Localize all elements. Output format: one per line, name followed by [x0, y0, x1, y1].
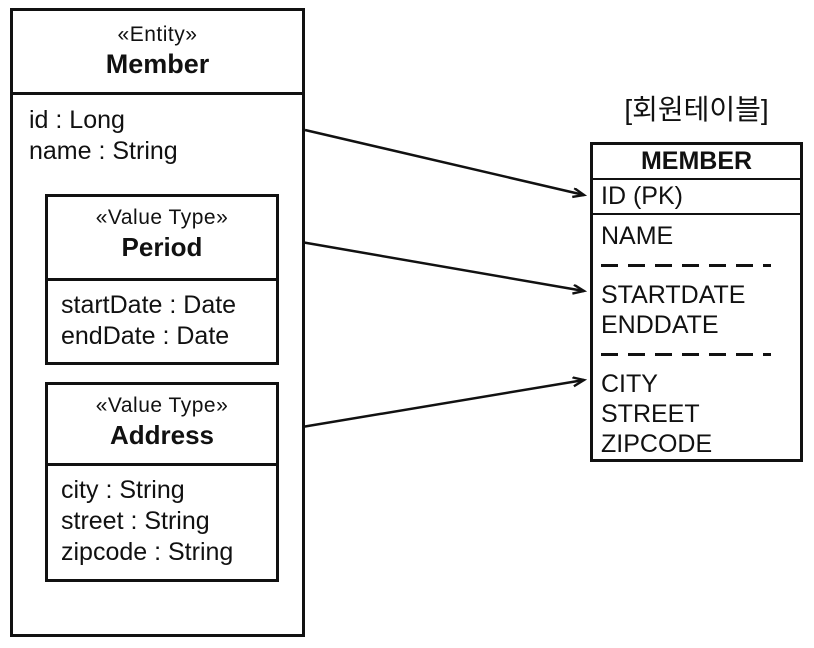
address-attributes: city : String street : String zipcode : … [48, 466, 276, 577]
dashed-separator [601, 353, 771, 356]
entity-name: Member [105, 49, 210, 79]
valuetype-address-box: «Value Type» Address city : String stree… [45, 382, 279, 582]
table-row-startdate: STARTDATE [601, 281, 746, 309]
valuetype-period-box: «Value Type» Period startDate : Date end… [45, 194, 279, 365]
entity-member-header: «Entity» Member [13, 11, 302, 95]
arrow-address-to-city [277, 380, 584, 433]
valuetype-address-header: «Value Type» Address [48, 385, 276, 466]
entity-stereotype: «Entity» [117, 23, 198, 46]
period-stereotype: «Value Type» [95, 206, 229, 229]
address-name: Address [109, 420, 215, 450]
dashed-separator [601, 264, 771, 267]
arrow-period-to-startdate [277, 236, 584, 291]
address-attribute-city: city : String [61, 476, 185, 504]
table-row-city: CITY [601, 370, 658, 398]
table-row-zipcode: ZIPCODE [601, 430, 713, 458]
table-body: NAME STARTDATE ENDDATE CITY STREET ZIPCO… [593, 215, 800, 459]
table-row-name: NAME [601, 222, 674, 250]
table-row-street: STREET [601, 400, 700, 428]
entity-attribute-id: id : Long [29, 106, 125, 134]
address-attribute-zipcode: zipcode : String [61, 538, 234, 566]
arrow-member-to-id [304, 128, 584, 195]
period-name: Period [121, 232, 203, 262]
address-stereotype: «Value Type» [95, 394, 229, 417]
entity-attribute-name: name : String [29, 137, 178, 165]
table-row-id-pk: ID (PK) [593, 180, 800, 215]
period-attribute-startdate: startDate : Date [61, 291, 237, 319]
valuetype-period-header: «Value Type» Period [48, 197, 276, 281]
period-attributes: startDate : Date endDate : Date [48, 281, 276, 361]
address-attribute-street: street : String [61, 507, 210, 535]
table-name: MEMBER [593, 145, 800, 180]
table-row-enddate: ENDDATE [601, 311, 719, 339]
entity-attributes: id : Long name : String [13, 95, 302, 177]
table-caption: [회원테이블] [624, 94, 769, 125]
member-db-table: MEMBER ID (PK) NAME STARTDATE ENDDATE CI… [590, 142, 803, 462]
period-attribute-enddate: endDate : Date [61, 322, 230, 350]
